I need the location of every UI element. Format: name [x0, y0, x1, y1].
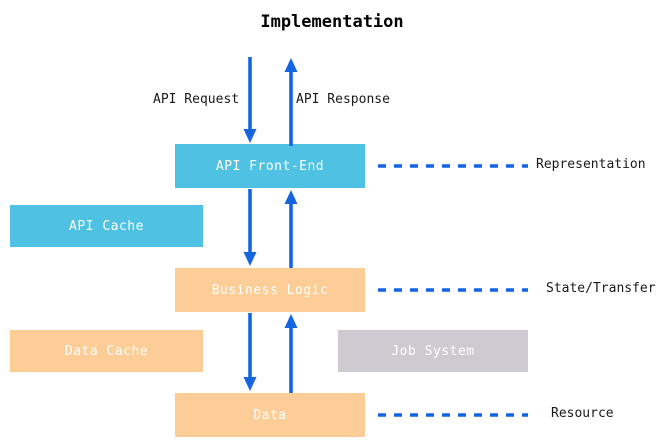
- node-api-front-end[interactable]: API Front-End: [175, 144, 365, 188]
- node-label: API Cache: [69, 218, 144, 234]
- side-label-state-transfer: State/Transfer: [546, 281, 656, 296]
- node-label: Job System: [391, 343, 475, 359]
- side-label-representation: Representation: [536, 157, 646, 172]
- arrow-api-request-in: [239, 57, 261, 143]
- node-label: Data: [253, 407, 287, 423]
- node-data-cache[interactable]: Data Cache: [10, 330, 203, 372]
- node-api-cache[interactable]: API Cache: [10, 205, 203, 247]
- node-job-system[interactable]: Job System: [338, 330, 528, 372]
- dashed-state-transfer: [378, 288, 528, 292]
- arrow-data-to-logic: [280, 314, 302, 393]
- flow-label-api-request: API Request: [153, 92, 240, 107]
- side-label-resource: Resource: [551, 406, 614, 421]
- arrow-logic-to-front: [280, 190, 302, 268]
- node-label: API Front-End: [215, 158, 325, 174]
- node-label: Business Logic: [211, 282, 329, 298]
- node-data[interactable]: Data: [175, 393, 365, 437]
- node-business-logic[interactable]: Business Logic: [175, 268, 365, 312]
- dashed-representation: [378, 164, 528, 168]
- arrow-logic-to-data: [239, 313, 261, 391]
- page-title: Implementation: [260, 12, 404, 32]
- arrow-front-to-logic: [239, 189, 261, 266]
- dashed-resource: [378, 413, 528, 417]
- arrow-api-response-out: [280, 58, 302, 146]
- flow-label-api-response: API Response: [296, 92, 390, 107]
- node-label: Data Cache: [64, 343, 149, 359]
